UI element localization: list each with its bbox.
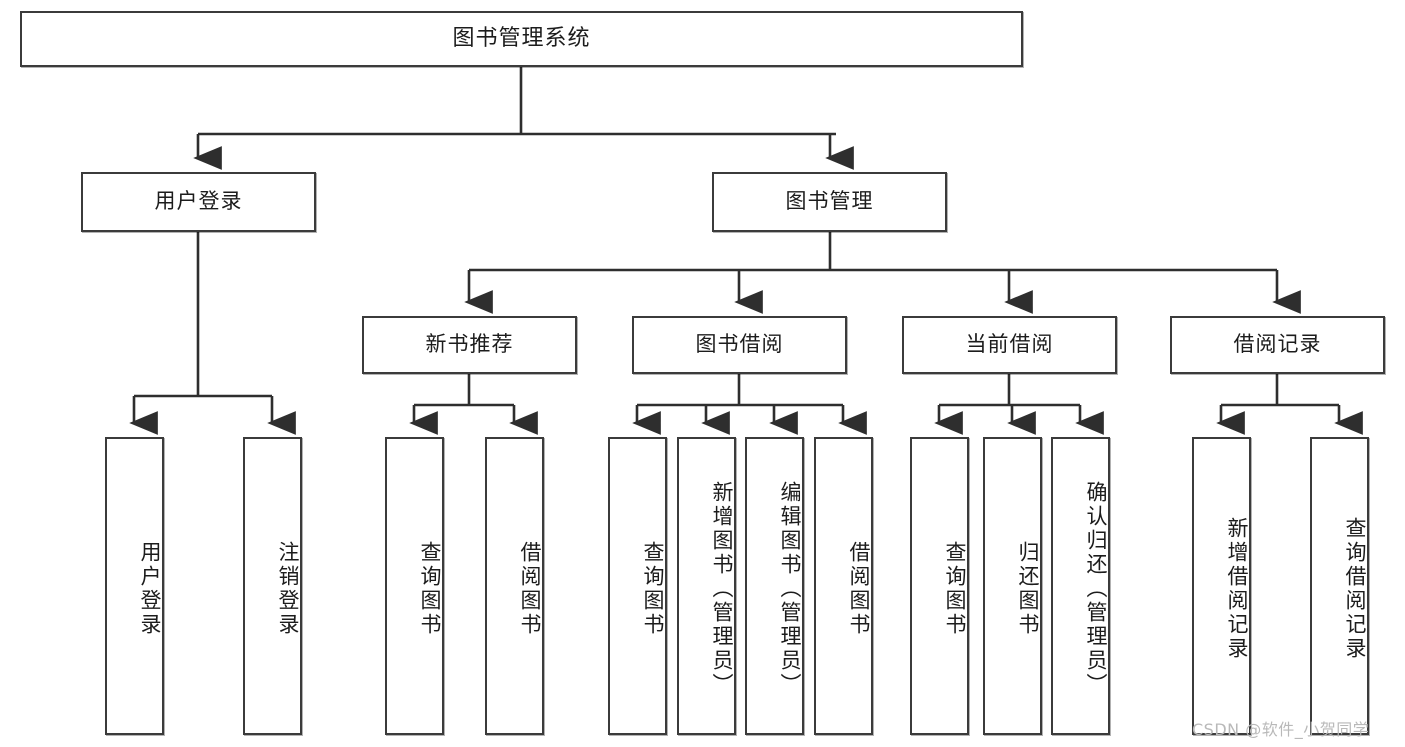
leaf-confirm-return-admin[interactable]: 确认归还（管理员） <box>1051 437 1110 735</box>
leaf-user-login[interactable]: 用户登录 <box>105 437 164 735</box>
node-current-borrow[interactable]: 当前借阅 <box>902 316 1117 374</box>
node-book-borrow[interactable]: 图书借阅 <box>632 316 847 374</box>
leaf-borrow-book[interactable]: 借阅图书 <box>814 437 873 735</box>
node-user-login[interactable]: 用户登录 <box>81 172 316 232</box>
csdn-watermark: CSDN @软件_小贺同学 <box>1192 720 1370 739</box>
leaf-logout[interactable]: 注销登录 <box>243 437 302 735</box>
node-new-book-recommend[interactable]: 新书推荐 <box>362 316 577 374</box>
leaf-query-book-current[interactable]: 查询图书 <box>910 437 969 735</box>
leaf-edit-book-admin[interactable]: 编辑图书（管理员） <box>745 437 804 735</box>
node-book-management[interactable]: 图书管理 <box>712 172 947 232</box>
leaf-query-borrow-record[interactable]: 查询借阅记录 <box>1310 437 1369 735</box>
leaf-query-book-recommend[interactable]: 查询图书 <box>385 437 444 735</box>
node-root-system[interactable]: 图书管理系统 <box>20 11 1023 67</box>
leaf-query-book-borrow[interactable]: 查询图书 <box>608 437 667 735</box>
leaf-borrow-book-recommend[interactable]: 借阅图书 <box>485 437 544 735</box>
leaf-add-borrow-record[interactable]: 新增借阅记录 <box>1192 437 1251 735</box>
leaf-add-book-admin[interactable]: 新增图书（管理员） <box>677 437 736 735</box>
node-borrow-record[interactable]: 借阅记录 <box>1170 316 1385 374</box>
leaf-return-book[interactable]: 归还图书 <box>983 437 1042 735</box>
